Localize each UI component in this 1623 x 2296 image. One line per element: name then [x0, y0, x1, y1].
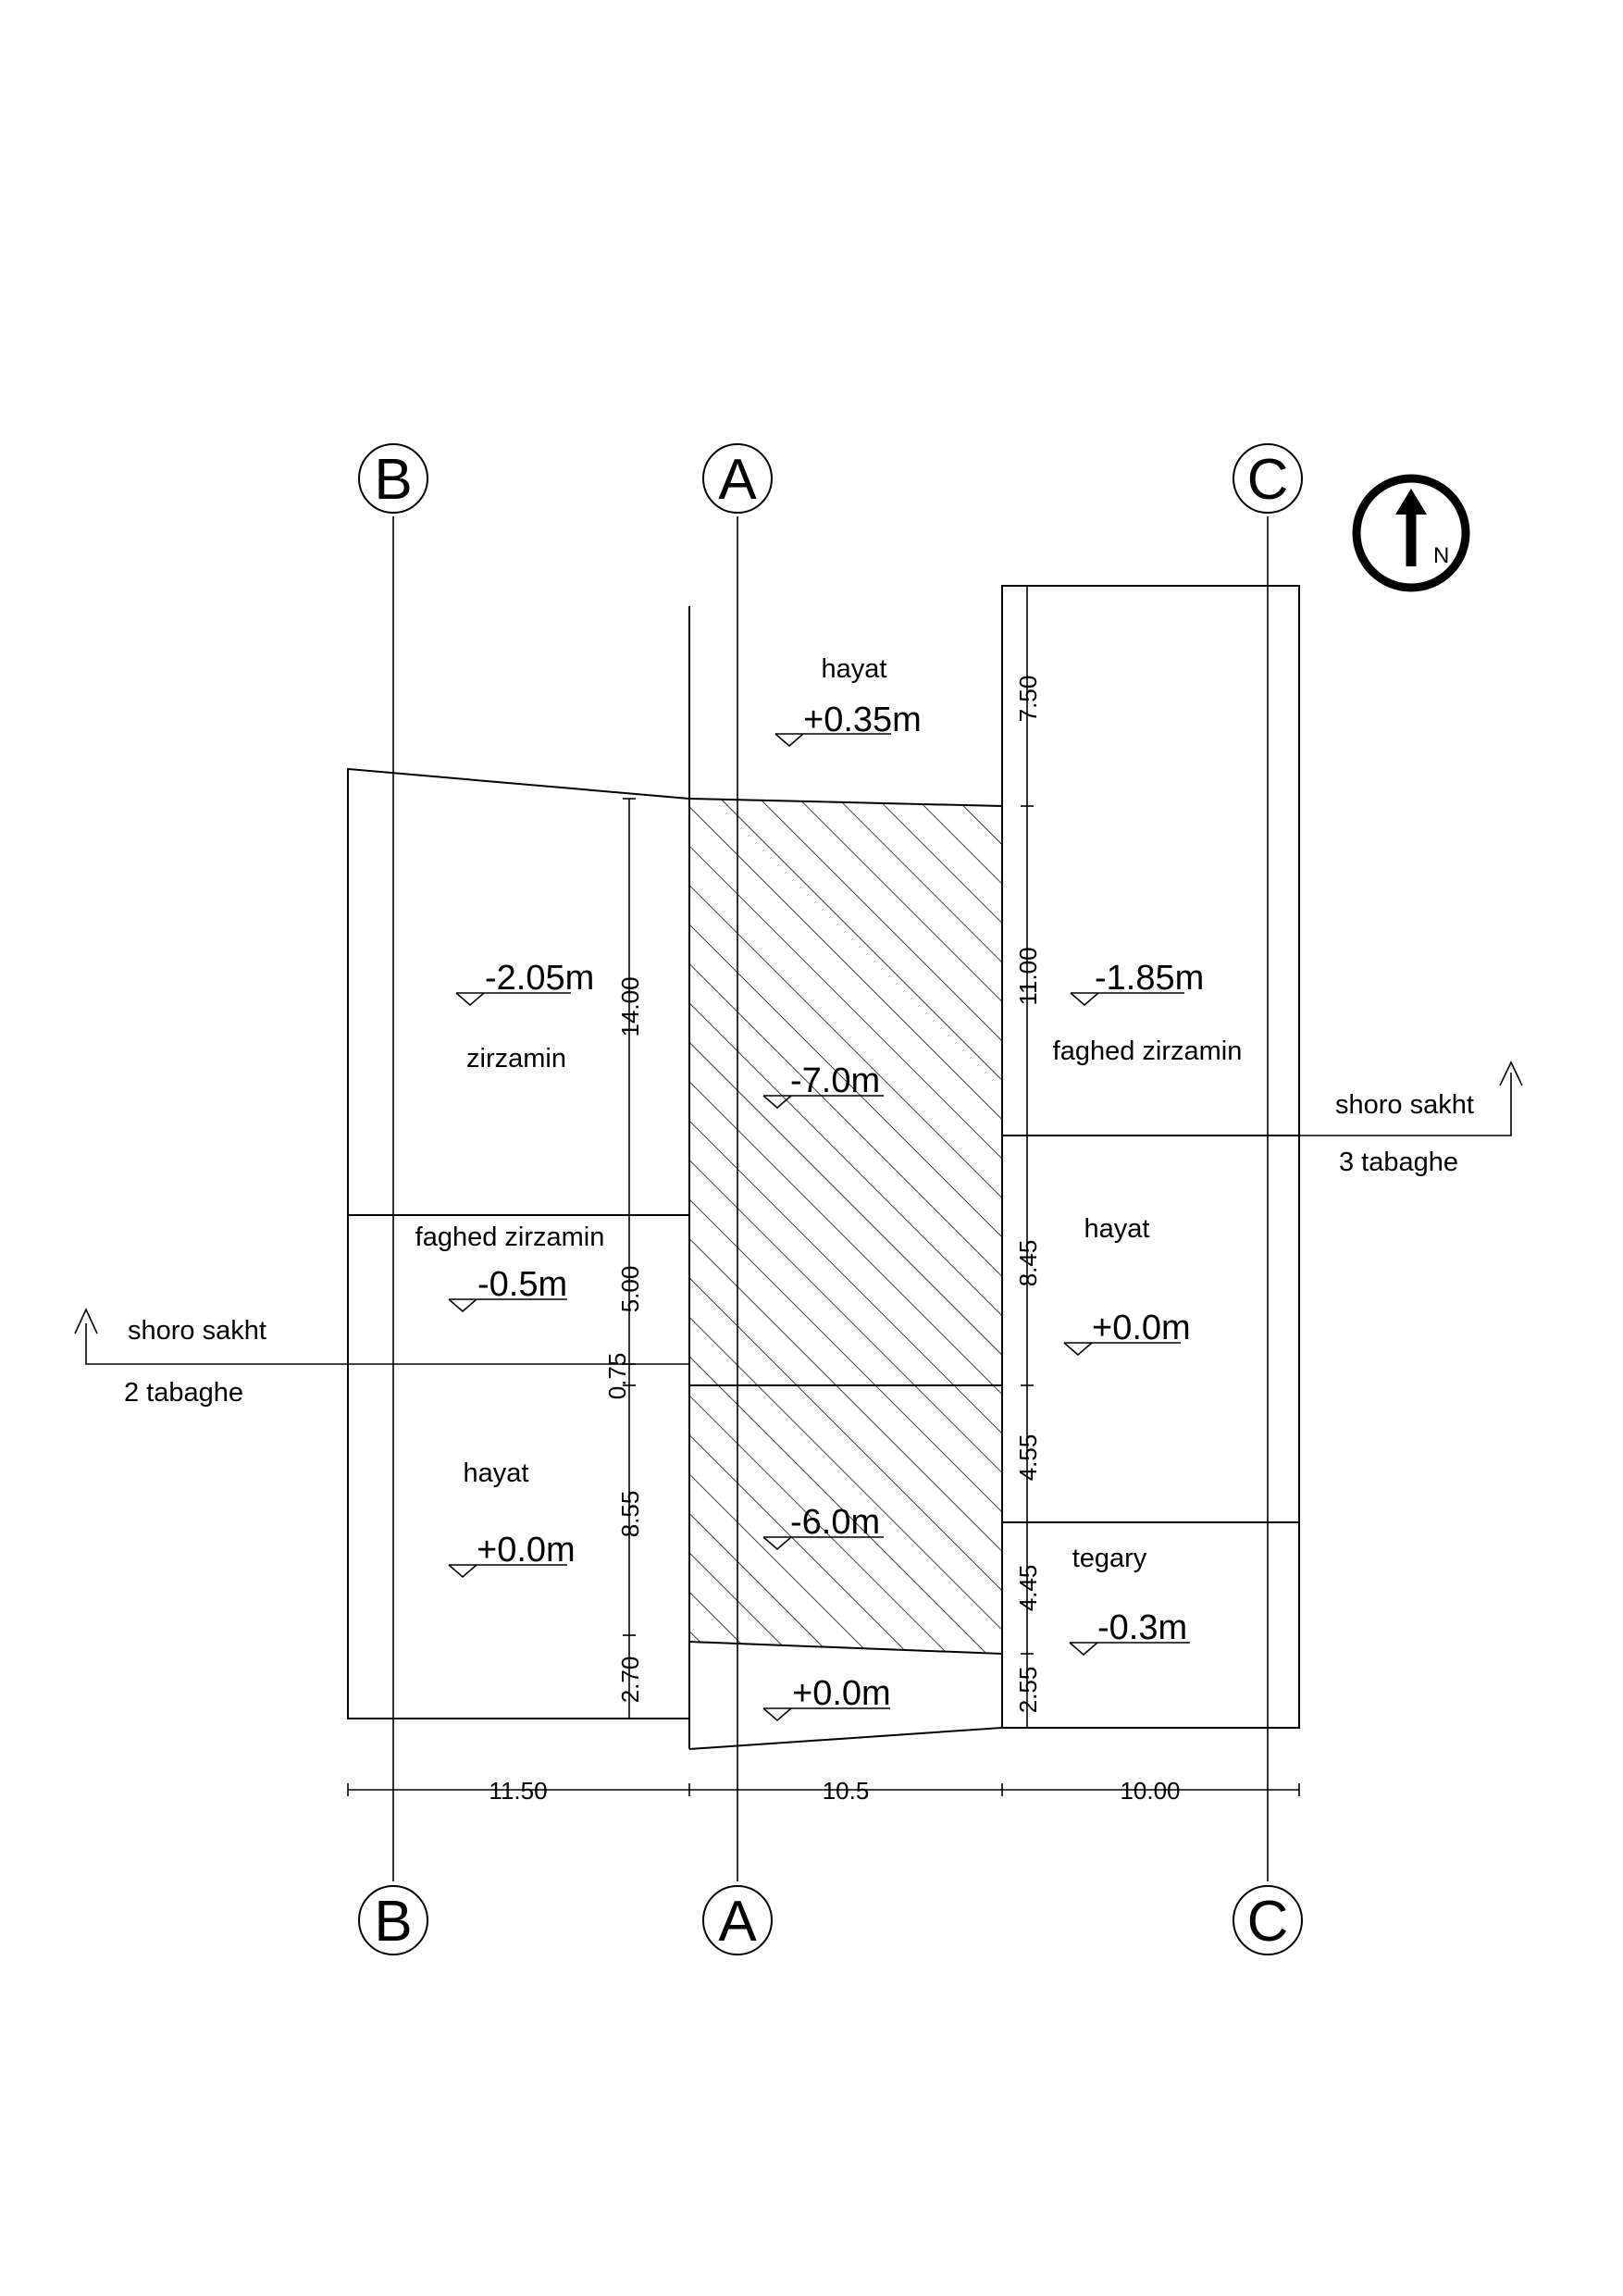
axis-bubble-top-b: B	[358, 443, 428, 514]
north-letter: N	[1433, 543, 1449, 568]
axis-label: C	[1247, 448, 1289, 512]
level-marker: -7.0m	[762, 1061, 884, 1110]
room-labels: hayat zirzamin faghed zirzamin hayat fag…	[415, 654, 1243, 1573]
axis-label: A	[718, 448, 757, 512]
section-left-line2: 2 tabaghe	[124, 1378, 243, 1408]
level-left-hayat: +0.0m	[477, 1531, 576, 1570]
dim-left-270: 2.70	[616, 1657, 644, 1704]
axis-label: B	[374, 1890, 412, 1954]
axis-bubble-bottom-c: C	[1233, 1885, 1303, 1955]
dimension-chain-right: 7.50 11.00 8.45 4.55 4.45 2.55	[1014, 586, 1042, 1729]
level-right-faghed: -1.85m	[1095, 959, 1204, 998]
room-right-tegary: tegary	[1072, 1544, 1147, 1573]
section-left-line1: shoro sakht	[128, 1316, 266, 1346]
level-marker: +0.35m	[774, 701, 922, 748]
dim-right-845: 8.45	[1014, 1240, 1042, 1287]
axis-bubble-top-c: C	[1233, 443, 1303, 514]
dim-left-075: 0.75	[603, 1353, 631, 1400]
level-left-zirzamin: -2.05m	[485, 959, 594, 998]
axis-label: C	[1247, 1890, 1289, 1954]
level-markers: +0.35m -2.05m -0.5m +0.0m -7.0m -6.0m	[448, 701, 1204, 1722]
section-marker-left: shoro sakht 2 tabaghe	[74, 1308, 689, 1408]
dim-right-750: 7.50	[1014, 676, 1042, 723]
north-arrow-icon: N	[1352, 474, 1470, 592]
level-top-hayat: +0.35m	[803, 701, 922, 739]
dim-right-455: 4.55	[1014, 1434, 1042, 1482]
axis-bubble-bottom-a: A	[702, 1885, 773, 1955]
room-right-faghed: faghed zirzamin	[1053, 1036, 1243, 1066]
level-left-faghed: -0.5m	[477, 1265, 567, 1304]
level-marker: -1.85m	[1070, 959, 1204, 1007]
right-plot	[1001, 585, 1300, 1729]
dim-left-14: 14.00	[616, 976, 644, 1036]
level-marker: +0.0m	[762, 1674, 891, 1722]
axis-bubble-bottom-b: B	[358, 1885, 428, 1955]
section-marker-right: shoro sakht 3 tabaghe	[1002, 1061, 1523, 1177]
axis-label: B	[374, 448, 412, 512]
room-left-zirzamin: zirzamin	[466, 1044, 566, 1074]
level-right-tegary: -0.3m	[1097, 1608, 1187, 1647]
room-right-hayat: hayat	[1084, 1214, 1150, 1244]
level-marker: -0.5m	[448, 1265, 567, 1313]
axis-bubble-top-a: A	[702, 443, 773, 514]
level-right-hayat: +0.0m	[1092, 1309, 1191, 1347]
dim-bottom-105: 10.5	[823, 1777, 870, 1805]
middle-plot	[688, 606, 1003, 1750]
dimension-chain-left: 14.00 5.00 0.75 8.55 2.70	[603, 798, 644, 1719]
level-marker: +0.0m	[1063, 1309, 1191, 1357]
dim-bottom-1150: 11.50	[489, 1777, 547, 1805]
dim-right-255: 2.55	[1014, 1667, 1042, 1714]
room-left-faghed: faghed zirzamin	[415, 1222, 605, 1252]
level-marker: +0.0m	[448, 1531, 576, 1579]
dim-left-855: 8.55	[616, 1491, 644, 1538]
level-marker: -0.3m	[1069, 1608, 1190, 1657]
section-right-line1: shoro sakht	[1335, 1090, 1474, 1120]
level-pit-lower: -6.0m	[790, 1503, 880, 1542]
section-right-line2: 3 tabaghe	[1339, 1148, 1458, 1177]
dim-right-445: 4.45	[1014, 1565, 1042, 1612]
room-top-hayat: hayat	[822, 654, 887, 684]
axis-label: A	[718, 1890, 757, 1954]
dim-left-5: 5.00	[616, 1266, 644, 1313]
dimension-chain-bottom: 11.50 10.5 10.00	[347, 1777, 1300, 1805]
room-left-hayat: hayat	[464, 1458, 529, 1488]
dim-bottom-1000: 10.00	[1120, 1777, 1180, 1805]
level-bottom-strip: +0.0m	[792, 1674, 891, 1713]
level-marker: -6.0m	[762, 1503, 884, 1551]
dim-right-1100: 11.00	[1014, 947, 1042, 1005]
level-pit-upper: -7.0m	[790, 1061, 880, 1100]
level-marker: -2.05m	[455, 959, 594, 1007]
